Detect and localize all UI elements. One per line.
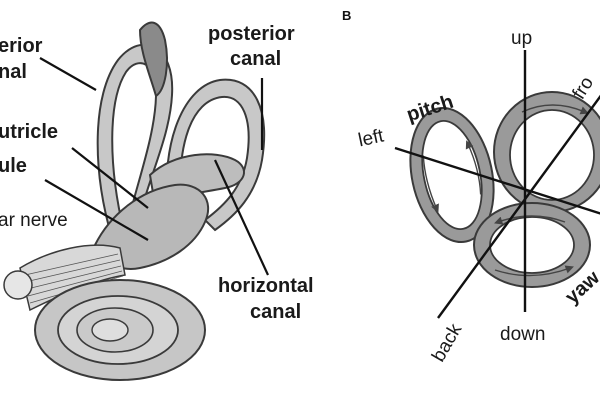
utricle-label: utricle xyxy=(0,121,58,143)
anterior-ampulla-shape xyxy=(138,21,168,98)
horizontal-canal-label-line2: canal xyxy=(250,301,301,323)
inner-ear-illustration xyxy=(3,21,269,381)
anterior-canal-leader xyxy=(39,57,97,91)
utricle-leader xyxy=(71,147,149,209)
saccule-leader xyxy=(44,179,149,241)
posterior-canal-shape xyxy=(165,78,266,232)
rotation-axes xyxy=(394,50,600,319)
cochlea-shape xyxy=(34,279,206,381)
canal-rings-illustration xyxy=(394,50,600,319)
back-label: back xyxy=(428,320,467,366)
horizontal-canal-label-line1: horizontal xyxy=(218,275,314,297)
pitch-ring xyxy=(409,106,495,244)
left-right-axis xyxy=(394,146,600,215)
left-label: left xyxy=(356,125,386,151)
yaw-ring xyxy=(473,202,591,288)
front-back-axis xyxy=(437,94,600,319)
panel-b-letter: B xyxy=(342,8,351,23)
saccule-label: ule xyxy=(0,155,27,177)
nerve-label: ar nerve xyxy=(0,210,68,231)
posterior-canal-label-line1: posterior xyxy=(208,23,295,45)
nerve-cut-end xyxy=(3,270,33,300)
up-label: up xyxy=(511,28,532,49)
leader-lines-a xyxy=(39,57,269,276)
anterior-canal-label-line1: erior xyxy=(0,35,43,57)
posterior-canal-label-line2: canal xyxy=(230,48,281,70)
roll-ring xyxy=(493,91,600,213)
anterior-canal-label-line2: nal xyxy=(0,61,27,83)
down-label: down xyxy=(500,324,545,345)
horizontal-canal-leader xyxy=(214,159,269,276)
